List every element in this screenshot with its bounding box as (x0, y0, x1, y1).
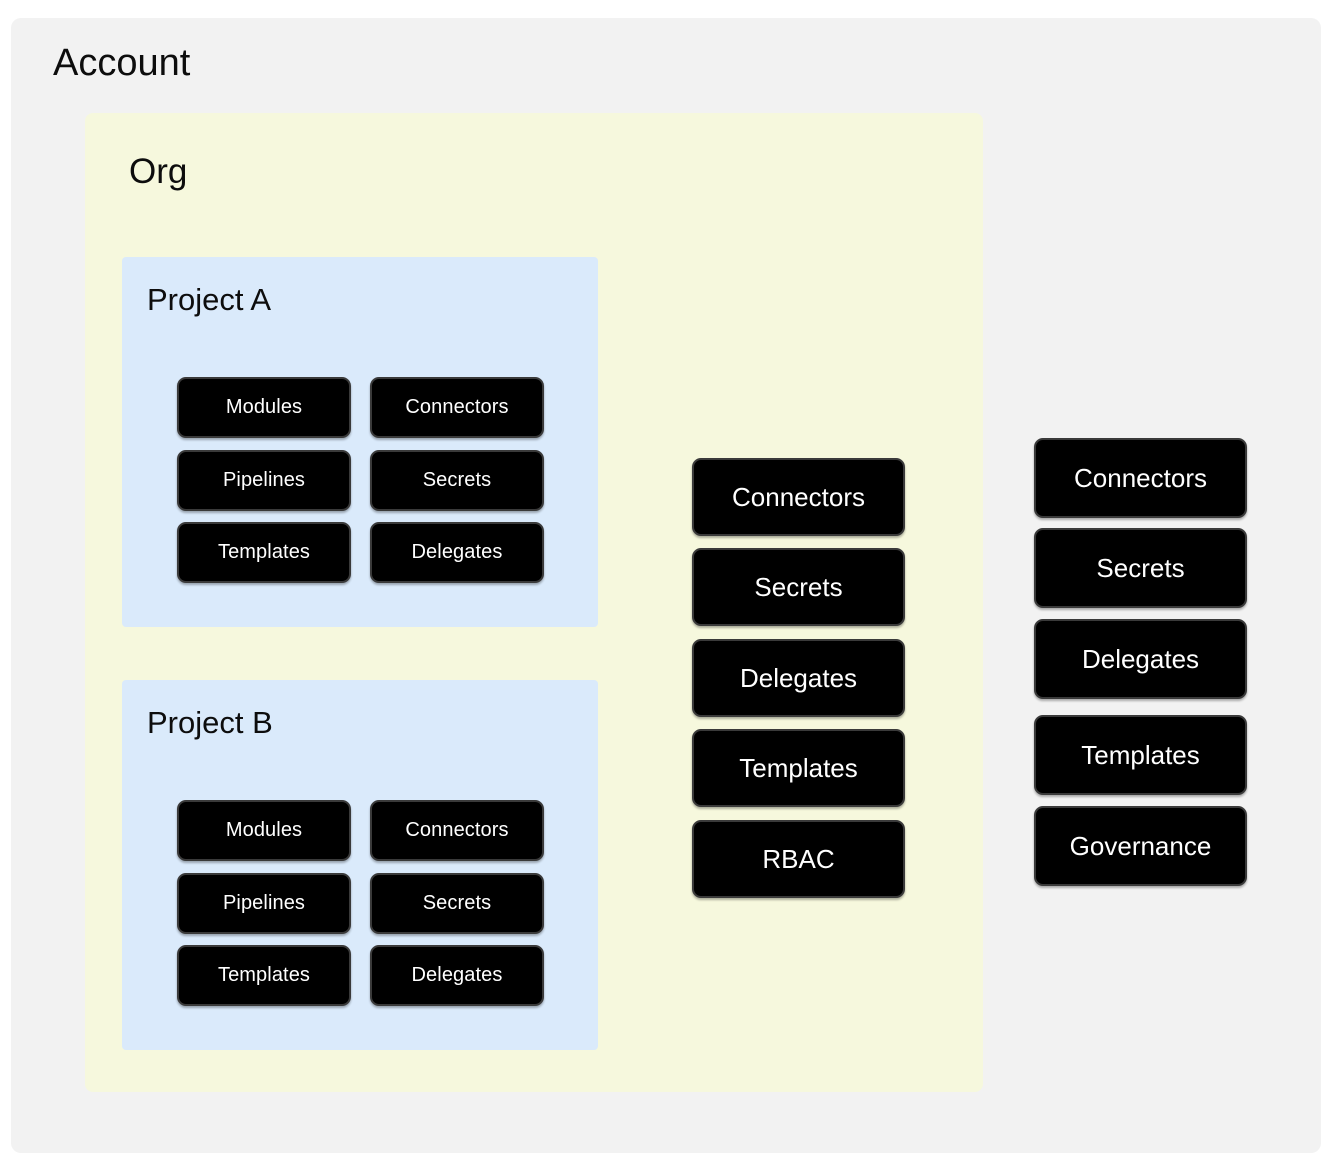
project-a-node-modules[interactable]: Modules (177, 377, 351, 438)
account-node-governance[interactable]: Governance (1034, 806, 1247, 886)
project-b-node-secrets[interactable]: Secrets (370, 873, 544, 934)
org-title: Org (129, 152, 188, 191)
org-node-secrets[interactable]: Secrets (692, 548, 905, 626)
org-node-connectors[interactable]: Connectors (692, 458, 905, 536)
project-a-node-delegates[interactable]: Delegates (370, 522, 544, 583)
org-node-rbac[interactable]: RBAC (692, 820, 905, 898)
project-a-node-templates[interactable]: Templates (177, 522, 351, 583)
project-a-resource-grid: Modules Pipelines Templates Connectors S… (177, 377, 544, 597)
project-container-b: Project B Modules Pipelines Templates Co… (122, 680, 598, 1050)
project-b-node-templates[interactable]: Templates (177, 945, 351, 1006)
account-node-delegates[interactable]: Delegates (1034, 619, 1247, 699)
project-a-node-connectors[interactable]: Connectors (370, 377, 544, 438)
project-b-node-delegates[interactable]: Delegates (370, 945, 544, 1006)
project-title-b: Project B (147, 705, 273, 740)
org-resource-column: Connectors Secrets Delegates Templates R… (692, 458, 905, 900)
account-node-connectors[interactable]: Connectors (1034, 438, 1247, 518)
account-title: Account (53, 42, 191, 84)
account-node-secrets[interactable]: Secrets (1034, 528, 1247, 608)
project-b-node-pipelines[interactable]: Pipelines (177, 873, 351, 934)
account-node-templates[interactable]: Templates (1034, 715, 1247, 795)
account-container: Account Org Project A Modules Pipelines … (11, 18, 1321, 1153)
project-b-resource-grid: Modules Pipelines Templates Connectors S… (177, 800, 544, 1020)
account-resource-column: Connectors Secrets Delegates Templates G… (1034, 438, 1247, 888)
project-a-node-secrets[interactable]: Secrets (370, 450, 544, 511)
project-b-node-connectors[interactable]: Connectors (370, 800, 544, 861)
org-node-delegates[interactable]: Delegates (692, 639, 905, 717)
project-a-node-pipelines[interactable]: Pipelines (177, 450, 351, 511)
org-container: Org Project A Modules Pipelines Template… (85, 113, 983, 1092)
org-node-templates[interactable]: Templates (692, 729, 905, 807)
project-container-a: Project A Modules Pipelines Templates Co… (122, 257, 598, 627)
project-title-a: Project A (147, 282, 272, 317)
project-b-node-modules[interactable]: Modules (177, 800, 351, 861)
